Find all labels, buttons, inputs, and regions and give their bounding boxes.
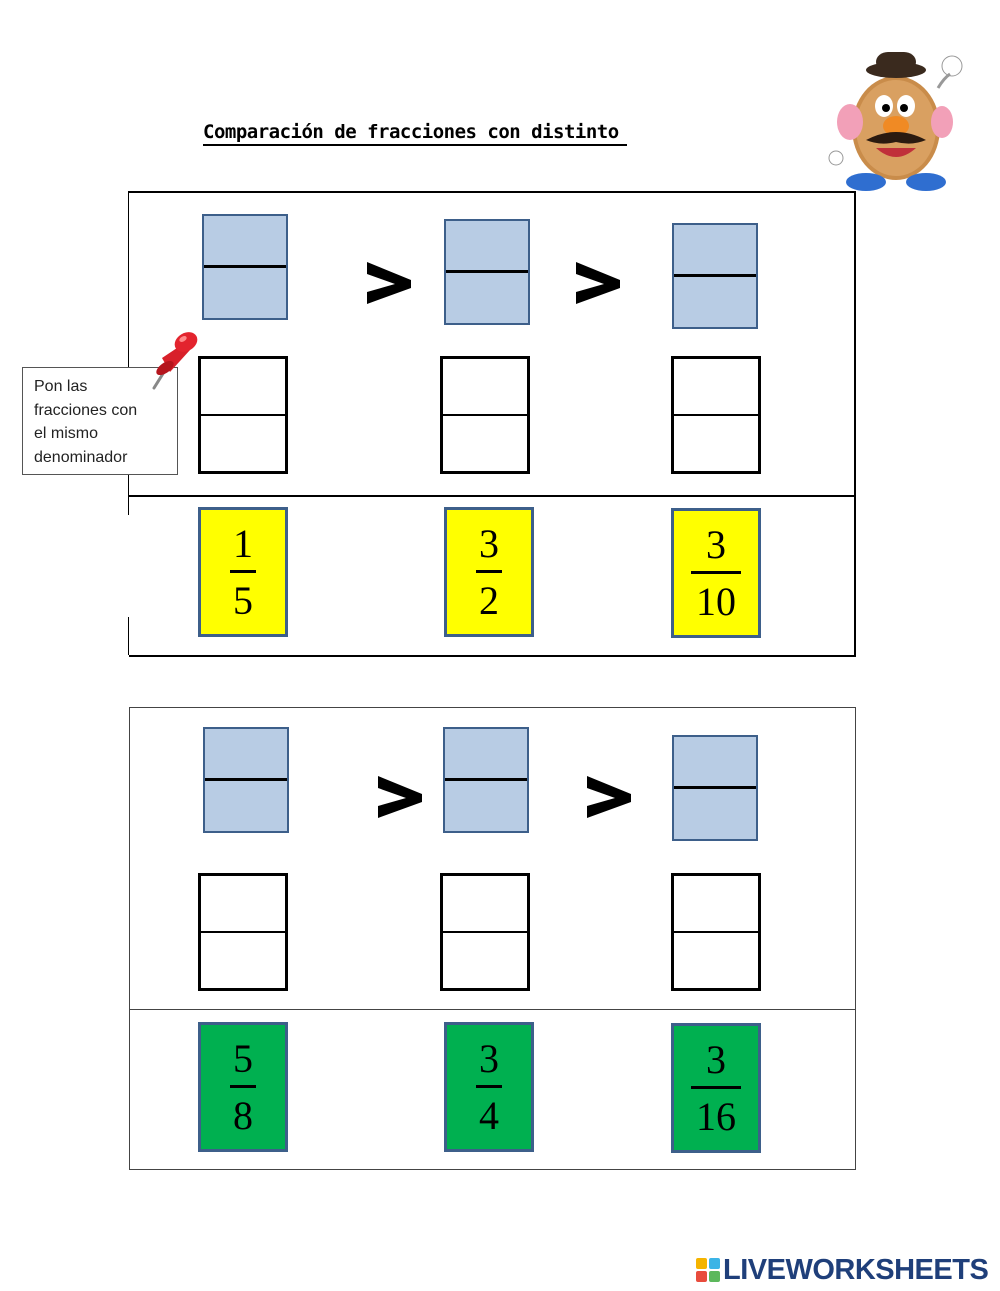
fraction-card: 3 4 <box>444 1022 534 1152</box>
brand-name: LIVEWORKSHEETS <box>723 1253 989 1286</box>
note-line: el mismo <box>34 425 99 442</box>
fraction-numerator: 1 <box>233 520 253 566</box>
fraction-numerator: 5 <box>233 1035 253 1081</box>
equivalent-fraction-box-3[interactable] <box>671 356 761 474</box>
mr-potato-head-illustration <box>828 52 963 191</box>
fraction-denominator: 5 <box>233 577 253 623</box>
answer-box-2[interactable] <box>443 727 529 833</box>
note-line: Pon las <box>34 378 88 395</box>
page-title: Comparación de fracciones con distinto <box>203 120 627 146</box>
answer-box-3[interactable] <box>672 223 758 329</box>
instruction-note: Pon las fracciones con el mismo denomina… <box>22 367 178 475</box>
logo-square <box>709 1271 720 1282</box>
fraction-denominator: 2 <box>479 577 499 623</box>
greater-than-symbol <box>365 260 413 306</box>
fraction-denominator: 10 <box>696 578 736 624</box>
answer-box-1[interactable] <box>203 727 289 833</box>
equivalent-fraction-box-1[interactable] <box>198 873 288 991</box>
panel-divider <box>129 495 854 497</box>
logo-square <box>696 1271 707 1282</box>
fraction-numerator: 3 <box>706 1036 726 1082</box>
fraction-denominator: 8 <box>233 1092 253 1138</box>
liveworksheets-mark-icon <box>696 1258 720 1282</box>
fraction-card: 3 16 <box>671 1023 761 1153</box>
fraction-denominator: 4 <box>479 1092 499 1138</box>
equivalent-fraction-box-2[interactable] <box>440 873 530 991</box>
logo-square <box>696 1258 707 1269</box>
equivalent-fraction-box-2[interactable] <box>440 356 530 474</box>
note-line: denominador <box>34 448 128 466</box>
panel-divider <box>130 1009 855 1010</box>
fraction-card: 3 2 <box>444 507 534 637</box>
logo-square <box>709 1258 720 1269</box>
equivalent-fraction-box-1[interactable] <box>198 356 288 474</box>
fraction-card: 3 10 <box>671 508 761 638</box>
fraction-card: 1 5 <box>198 507 288 637</box>
fraction-denominator: 16 <box>696 1093 736 1139</box>
answer-box-3[interactable] <box>672 735 758 841</box>
fraction-numerator: 3 <box>706 521 726 567</box>
answer-box-2[interactable] <box>444 219 530 325</box>
fraction-card: 5 8 <box>198 1022 288 1152</box>
greater-than-symbol <box>376 774 424 820</box>
greater-than-symbol <box>585 774 633 820</box>
greater-than-symbol <box>574 260 622 306</box>
note-line: fracciones con <box>34 401 138 419</box>
fraction-numerator: 3 <box>479 1035 499 1081</box>
fraction-numerator: 3 <box>479 520 499 566</box>
equivalent-fraction-box-3[interactable] <box>671 873 761 991</box>
answer-box-1[interactable] <box>202 214 288 320</box>
pushpin-icon <box>152 332 198 390</box>
liveworksheets-logo[interactable]: LIVEWORKSHEETS <box>696 1253 989 1286</box>
